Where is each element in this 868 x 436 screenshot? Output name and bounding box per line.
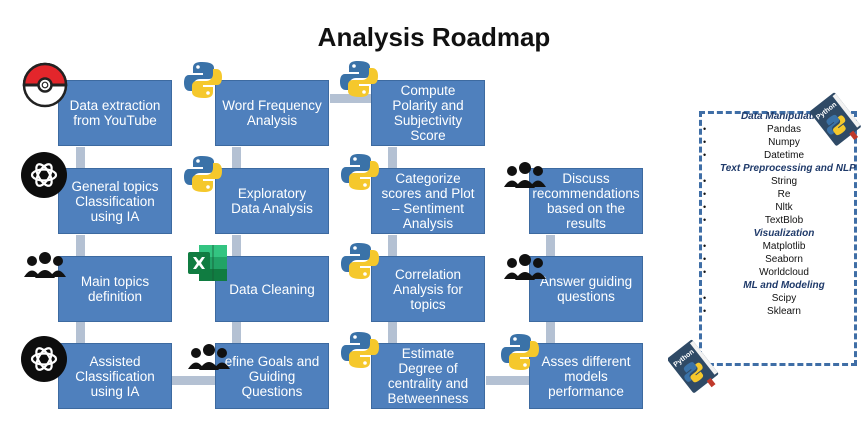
bullet-icon: • xyxy=(703,124,707,134)
step-correlation-analysis: Correlation Analysis for topics xyxy=(371,256,485,322)
python-icon xyxy=(341,332,379,368)
library-item: • Nltk xyxy=(703,201,848,214)
connector xyxy=(232,235,241,257)
library-label: Text Preprocessing and NLP xyxy=(720,163,856,174)
library-label: Seaborn xyxy=(765,254,803,265)
people-icon xyxy=(504,254,546,280)
library-label: TextBlob xyxy=(764,215,804,226)
library-label: Pandas xyxy=(767,124,801,135)
library-item: • Sklearn xyxy=(703,305,848,318)
bullet-icon: • xyxy=(703,202,707,212)
connector xyxy=(486,376,530,385)
step-assisted-classification: Assisted Classification using IA xyxy=(58,343,172,409)
connector xyxy=(232,322,241,344)
python-icon xyxy=(341,154,379,190)
python-book-icon: Python xyxy=(668,340,719,393)
library-label: Data Manipulation xyxy=(740,111,828,122)
step-define-goals: efine Goals and Guiding Questions xyxy=(215,343,329,409)
bullet-icon: • xyxy=(703,293,707,303)
library-label: Visualization xyxy=(753,228,815,239)
step-data-cleaning: Data Cleaning xyxy=(215,256,329,322)
python-icon xyxy=(501,334,539,370)
connector xyxy=(172,376,216,385)
chatgpt-icon xyxy=(21,152,67,198)
step-answer-guiding-questions: Answer guiding questions xyxy=(529,256,643,322)
chatgpt-icon xyxy=(21,336,67,382)
bullet-icon: • xyxy=(703,254,707,264)
bullet-icon: • xyxy=(703,150,707,160)
bullet-icon: • xyxy=(703,176,707,186)
connector xyxy=(388,322,397,344)
library-label: Matplotlib xyxy=(762,241,806,252)
library-label: Re xyxy=(777,189,791,200)
connector xyxy=(388,147,397,169)
connector xyxy=(330,94,372,103)
connector xyxy=(388,235,397,257)
library-item: • Worldcloud xyxy=(703,266,848,279)
library-category: Visualization xyxy=(720,227,848,240)
library-item: • Matplotlib xyxy=(703,240,848,253)
library-category: ML and Modeling xyxy=(720,279,848,292)
step-data-extraction: Data extraction from YouTube xyxy=(58,80,172,146)
bullet-icon: • xyxy=(703,189,707,199)
library-label: ML and Modeling xyxy=(743,280,825,291)
python-icon xyxy=(340,61,378,97)
python-book-icon: Python xyxy=(810,92,861,146)
library-item: • Seaborn xyxy=(703,253,848,266)
step-centrality-betweenness: Estimate Degree of centrality and Betwee… xyxy=(371,343,485,409)
connector xyxy=(546,322,555,344)
library-label: Worldcloud xyxy=(759,267,809,278)
library-item: • String xyxy=(703,175,848,188)
bullet-icon: • xyxy=(703,215,707,225)
library-label: Datetime xyxy=(763,150,804,161)
library-item: • Numpy xyxy=(703,136,848,149)
excel-icon xyxy=(188,245,227,281)
library-item: • Scipy xyxy=(703,292,848,305)
step-main-topics-definition: Main topics definition xyxy=(58,256,172,322)
bullet-icon: • xyxy=(703,241,707,251)
library-label: Numpy xyxy=(768,137,800,148)
connector xyxy=(546,235,555,257)
bullet-icon: • xyxy=(703,137,707,147)
library-item: • TextBlob xyxy=(703,214,848,227)
python-icon xyxy=(341,243,379,279)
library-label: Scipy xyxy=(771,293,797,304)
library-item: • Re xyxy=(703,188,848,201)
library-label: Nltk xyxy=(775,202,793,213)
connector xyxy=(76,322,85,344)
people-icon xyxy=(24,252,66,278)
connector xyxy=(76,147,85,169)
python-icon xyxy=(184,156,222,192)
library-category: Text Preprocessing and NLP xyxy=(720,162,856,175)
people-icon xyxy=(504,162,546,188)
step-discuss-recommendations: Discuss recommendations based on the res… xyxy=(529,168,643,234)
python-icon xyxy=(184,62,222,98)
connector xyxy=(76,235,85,257)
libraries-panel xyxy=(699,111,857,366)
library-item: • Datetime xyxy=(703,149,848,162)
bullet-icon: • xyxy=(703,306,707,316)
pokeball-icon xyxy=(22,62,68,108)
people-icon xyxy=(188,344,230,370)
library-label: Sklearn xyxy=(767,306,801,317)
library-category: Data Manipulation xyxy=(720,110,848,123)
step-general-topics-classification: General topics Classification using IA xyxy=(58,168,172,234)
step-word-frequency: Word Frequency Analysis xyxy=(215,80,329,146)
step-assess-models: Asses different models performance xyxy=(529,343,643,409)
step-compute-polarity: Compute Polarity and Subjectivity Score xyxy=(371,80,485,146)
library-item: • Pandas xyxy=(703,123,848,136)
bullet-icon: • xyxy=(703,267,707,277)
step-sentiment-analysis: Categorize scores and Plot – Sentiment A… xyxy=(371,168,485,234)
page-title: Analysis Roadmap xyxy=(317,22,551,52)
library-label: String xyxy=(770,176,798,187)
connector xyxy=(232,147,241,169)
step-exploratory-data-analysis: Exploratory Data Analysis xyxy=(215,168,329,234)
